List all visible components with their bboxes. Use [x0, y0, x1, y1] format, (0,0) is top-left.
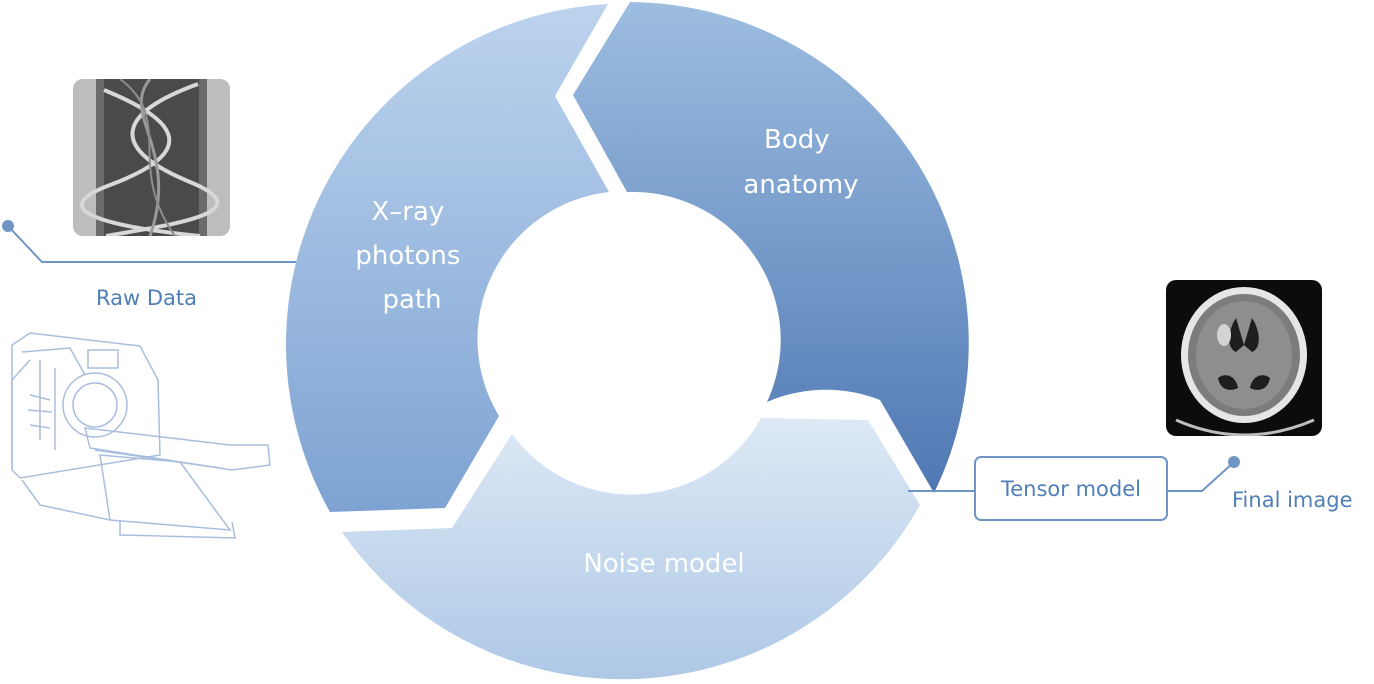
final-image-connector-dot [1228, 456, 1240, 468]
tensor-model-label: Tensor model [1000, 477, 1141, 501]
segment-noise-model [342, 418, 920, 680]
raw-data-connector-line [7, 225, 296, 263]
segment-xray-photons-path [286, 4, 609, 512]
final-image-label: Final image [1232, 488, 1352, 512]
segment-xray-label: X–ray photons path [355, 197, 468, 315]
brain-ct-slice-thumbnail [1166, 280, 1322, 436]
segment-body-anatomy-label: Body anatomy [743, 125, 858, 200]
ct-scanner-illustration [11, 332, 271, 539]
sinogram-thumbnail [73, 79, 230, 236]
segment-body-anatomy [573, 2, 969, 493]
raw-data-label: Raw Data [96, 286, 197, 310]
tensor-model-box: Tensor model [974, 456, 1168, 521]
final-image-connector-line [1167, 461, 1235, 492]
cycle-ring [286, 2, 969, 680]
segment-noise-model-label: Noise model [583, 549, 744, 579]
